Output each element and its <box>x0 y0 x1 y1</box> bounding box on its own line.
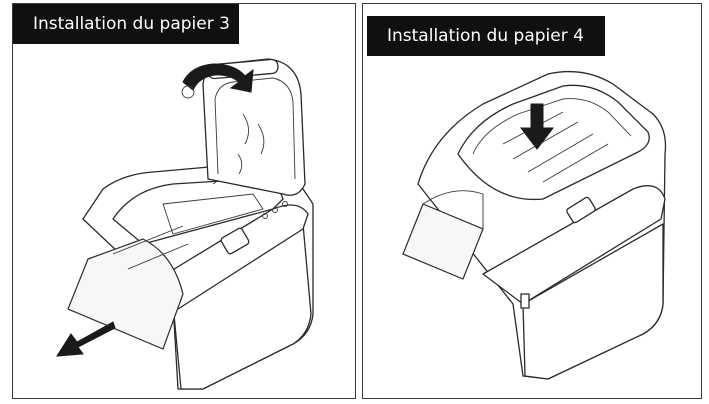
printer-closed-cover-illustration <box>363 4 702 399</box>
printer-open-cover-illustration <box>13 4 356 399</box>
arrow-down-left-icon <box>57 322 115 356</box>
panel-step-4: Installation du papier 4 <box>362 3 702 399</box>
panel-step-3: Installation du papier 3 <box>12 3 356 399</box>
